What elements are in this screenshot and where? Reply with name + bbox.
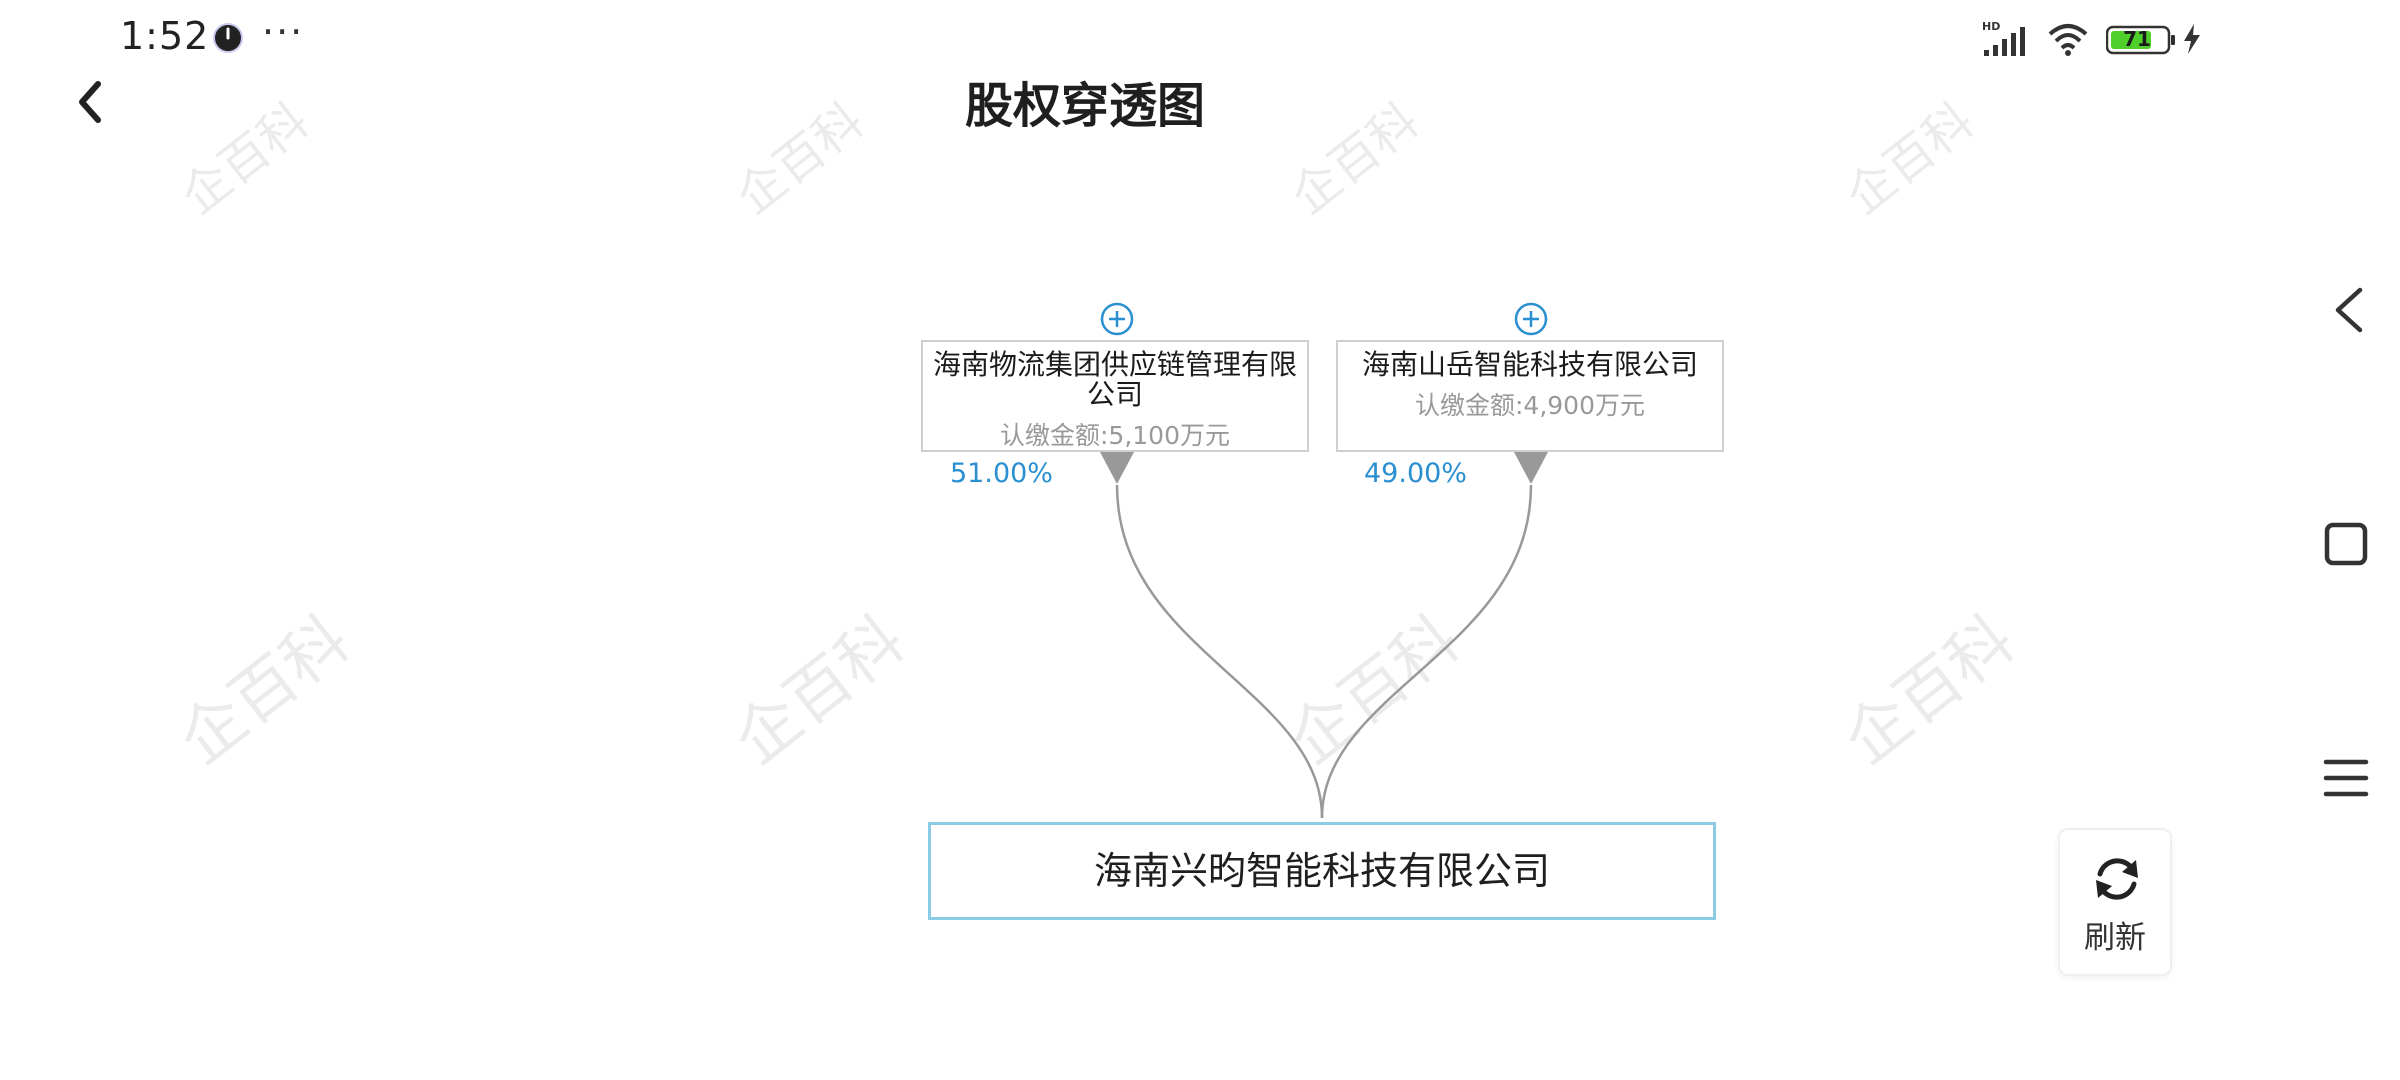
expand-shareholder-1-button[interactable] [1100,302,1134,336]
signal-icon: HD [1982,20,2025,56]
network-type-label: HD [1982,20,2000,33]
clock-icon [213,23,243,53]
wifi-icon [2048,24,2088,56]
ownership-edge-1 [1115,484,1324,819]
refresh-icon [2096,858,2138,900]
status-more-icon: ··· [262,10,305,54]
shareholder-amount: 认缴金额:4,900万元 [1415,391,1645,420]
back-button[interactable] [66,74,116,130]
chevron-left-icon [79,81,101,123]
battery-icon [2106,25,2175,55]
page-title: 股权穿透图 [964,78,1205,134]
shareholder-name: 海南山岳智能科技有限公司 [1361,348,1698,381]
status-time: 1:52 [120,14,210,58]
battery-level: 71 [2123,27,2151,51]
shareholder-node-2[interactable]: 海南山岳智能科技有限公司 认缴金额:4,900万元 [1336,340,1724,452]
refresh-button[interactable]: 刷新 [2058,828,2172,976]
expand-shareholder-2-button[interactable] [1514,302,1548,336]
shareholder-amount: 认缴金额:5,100万元 [1000,421,1230,450]
shareholder-percent: 51.00% [950,458,1053,489]
edge-arrow-2 [1514,452,1548,484]
back-triangle-icon[interactable] [2328,282,2368,338]
shareholder-name: 海南物流集团供应链管理有限公司 [933,348,1298,411]
target-company-node[interactable]: 海南兴昀智能科技有限公司 [928,822,1716,920]
shareholder-percent: 49.00% [1364,458,1467,489]
ownership-edge-2 [1320,484,1533,819]
refresh-label: 刷新 [2084,920,2146,956]
edge-arrow-1 [1100,452,1134,484]
menu-icon[interactable] [2322,754,2370,802]
charging-icon [2184,24,2200,54]
home-square-icon[interactable] [2322,520,2370,568]
shareholder-node-1[interactable]: 海南物流集团供应链管理有限公司 认缴金额:5,100万元 [921,340,1309,452]
